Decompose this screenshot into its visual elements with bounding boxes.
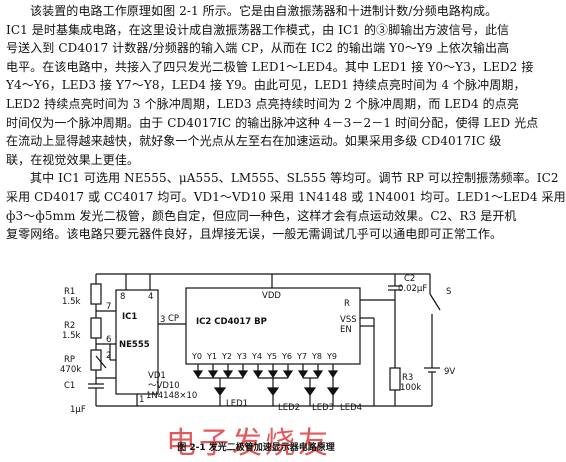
rp-value: 470k [60, 365, 81, 375]
text-line: 其中 IC1 可选用 NE555、μA555、LM555、SL555 等均可。调… [30, 171, 559, 186]
pin-4: 4 [148, 292, 153, 302]
ic1-chip: NE555 [119, 340, 150, 350]
r2-value: 1.5k [62, 331, 81, 341]
ic2-label: IC2 CD4017 BP [196, 317, 267, 327]
c2-value: 0.02μF [398, 284, 427, 294]
output-y1: Y1 [206, 352, 217, 361]
pin-6: 6 [106, 335, 111, 345]
pin-2: 2 [106, 351, 111, 361]
led2-label: LED2 [278, 403, 300, 413]
text-line: Y4～Y6，LED3 接 Y7～Y8，LED4 接 Y9。由此可见，LED1 持… [6, 78, 526, 93]
vd-range: ～VD10 [148, 381, 180, 391]
paragraph-1: 该装置的电路工作原理如图 2-1 所示。它是由自激振荡器和十进制计数/分频电路构… [6, 2, 539, 169]
output-y7: Y7 [296, 352, 307, 361]
vd-part: 1N4148×10 [146, 391, 197, 401]
switch [429, 293, 441, 311]
output-y9: Y9 [326, 352, 337, 361]
circuit-schematic: R1 1.5k R2 1.5k RP 470k C1 1μF IC1 NE555… [60, 273, 455, 415]
c1-value: 1μF [70, 405, 86, 415]
text-line: 在流动上显得越来越快，就好象一个光点从左至右在加速运动。如果采用多级 CD401… [6, 134, 502, 149]
r1-value: 1.5k [62, 297, 81, 307]
text-line: 电平。在该电路中，共接入了四只发光二极管 LED1～LED4。其中 LED1 接… [6, 59, 534, 74]
output-y2: Y2 [221, 352, 232, 361]
text-line: 该装置的电路工作原理如图 2-1 所示。它是由自激振荡器和十进制计数/分频电路构… [30, 4, 498, 18]
text-line: 号送入到 CD4017 计数器/分频器的输入端 CP，从而在 IC2 的输出端 … [6, 41, 510, 56]
output-y6: Y6 [281, 352, 292, 361]
r3-resistor [389, 367, 401, 391]
text-line: IC1 是时基集成电路，在这里设计成自激振荡器工作模式，由 IC1 的③脚输出方… [6, 22, 510, 37]
diode-array [192, 364, 339, 379]
cp-label: CP [168, 314, 179, 324]
battery-label: 9V [444, 367, 455, 377]
pin-7: 7 [106, 302, 111, 312]
figure-caption: 图 2-1 发光二极管加速显示器电路原理 [177, 443, 335, 453]
output-y0: Y0 [191, 352, 202, 361]
watermark: 电子发烧友 [166, 426, 331, 461]
c2-label: C2 [404, 274, 415, 284]
paragraph-2: 其中 IC1 可选用 NE555、μA555、LM555、SL555 等均可。调… [6, 169, 566, 243]
en-label: EN [340, 325, 352, 335]
pin-3: 3 [160, 315, 165, 325]
rp-label: RP [64, 355, 75, 365]
pin-8: 8 [120, 292, 125, 302]
led3-label: LED3 [312, 403, 334, 413]
vss-label: VSS [340, 315, 357, 325]
r2-label: R2 [64, 321, 75, 331]
ic1-label: IC1 [122, 312, 137, 322]
text-line: LED2 持续点亮时间为 3 个脉冲周期，LED3 点亮持续时间为 2 个脉冲周… [6, 96, 519, 111]
vdd-label: VDD [262, 291, 281, 301]
r1-label: R1 [64, 287, 75, 297]
r3-value: 100k [400, 383, 421, 393]
r-pin-label: R [344, 299, 350, 309]
text-line: ф3～ф5mm 发光二极管，颜色自定，但应同一种色，这样才会有点运动效果。C2、… [6, 208, 517, 223]
text-line: 时间仅为一个脉冲周期。由于 CD4017IC 的输出脉冲这种 4－3－2－1 时… [6, 115, 539, 130]
text-line: 复零网络。该电路只要元器件良好，且焊接无误，一般无需调试几乎可以通电即可正常工作… [6, 227, 503, 242]
led-array [213, 378, 340, 406]
led4-label: LED4 [340, 403, 362, 413]
pin-1: 1 [139, 395, 144, 405]
output-y3: Y3 [236, 352, 247, 361]
text-line: 联，在视觉效果上更佳。 [6, 152, 140, 167]
led1-label: LED1 [226, 399, 248, 409]
switch-label: S [446, 287, 451, 297]
output-y8: Y8 [311, 352, 322, 361]
r3-label: R3 [402, 373, 413, 383]
article-body: 该装置的电路工作原理如图 2-1 所示。它是由自激振荡器和十进制计数/分频电路构… [6, 2, 566, 244]
text-line: 采用 CD4017 或 CC4017 均可。VD1～VD10 采用 1N4148… [6, 189, 566, 204]
c1-label: C1 [64, 381, 75, 391]
output-y4: Y4 [251, 352, 262, 361]
r2-resistor [90, 317, 102, 339]
output-y5: Y5 [266, 352, 277, 361]
r1-resistor [90, 283, 102, 305]
vd-label: VD1 [148, 371, 166, 381]
